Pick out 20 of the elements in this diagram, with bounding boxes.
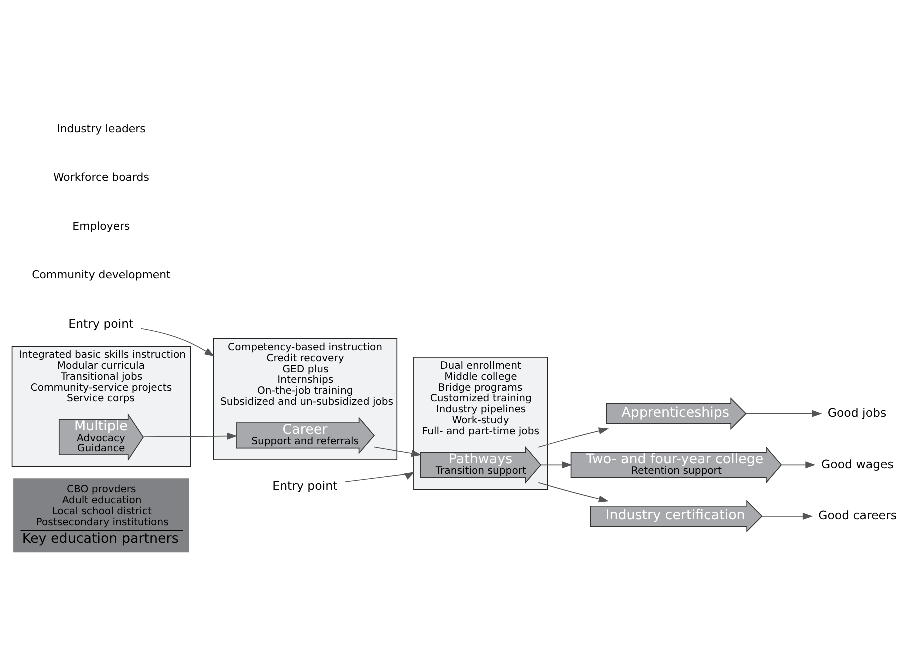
arrow (538, 427, 610, 448)
label: Workforce boards (54, 170, 150, 184)
arrow (540, 461, 572, 468)
label: Employers (72, 219, 130, 232)
arrow (746, 410, 822, 417)
arrow (143, 432, 238, 440)
node-text: Good careers (818, 508, 898, 522)
arrow (374, 446, 422, 457)
arrow (781, 461, 816, 468)
node-text: Good wages (822, 456, 894, 471)
arrow (762, 512, 814, 520)
node-text: Entry point (68, 316, 134, 330)
label: Community development (32, 268, 171, 282)
arrow (140, 328, 215, 356)
arrow (538, 482, 610, 502)
node-text: Good jobs (828, 405, 887, 420)
node-text: Entry point (272, 478, 338, 493)
arrow (344, 472, 416, 482)
label: Industry leaders (57, 122, 146, 135)
node-box: CBO provders Adult education Local school district Postsecondary institutions Key education partners (14, 478, 190, 552)
